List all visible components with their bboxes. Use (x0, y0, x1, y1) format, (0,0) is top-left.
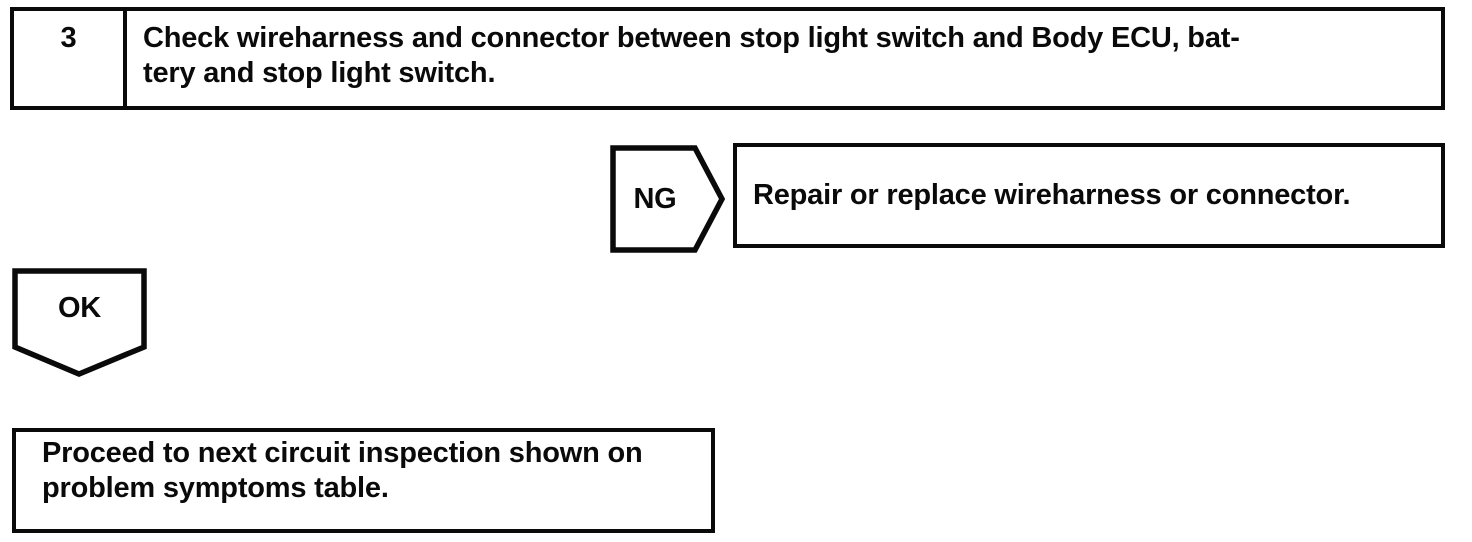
ng-action-box: Repair or replace wireharness or connect… (733, 143, 1445, 248)
step-number: 3 (14, 11, 127, 106)
proceed-box: Proceed to next circuit inspection shown… (12, 428, 715, 533)
proceed-text-line2: problem symptoms table. (42, 472, 389, 504)
step-instruction-line2: tery and stop light switch. (143, 57, 496, 89)
ng-label: NG (633, 182, 677, 215)
ng-arrow-shape: NG (610, 145, 725, 253)
step-box: 3 Check wireharness and connector betwee… (10, 7, 1445, 110)
proceed-text-line1: Proceed to next circuit inspection shown… (42, 437, 643, 469)
ng-action-text: Repair or replace wireharness or connect… (753, 179, 1351, 211)
proceed-text: Proceed to next circuit inspection shown… (42, 436, 701, 506)
ok-arrow-shape: OK (12, 268, 147, 377)
ok-label: OK (57, 291, 102, 324)
ng-pentagon-icon (610, 145, 725, 253)
ok-pentagon-icon (12, 268, 147, 377)
step-instruction-line1: Check wireharness and connector between … (143, 22, 1240, 54)
step-instruction: Check wireharness and connector between … (127, 11, 1441, 106)
